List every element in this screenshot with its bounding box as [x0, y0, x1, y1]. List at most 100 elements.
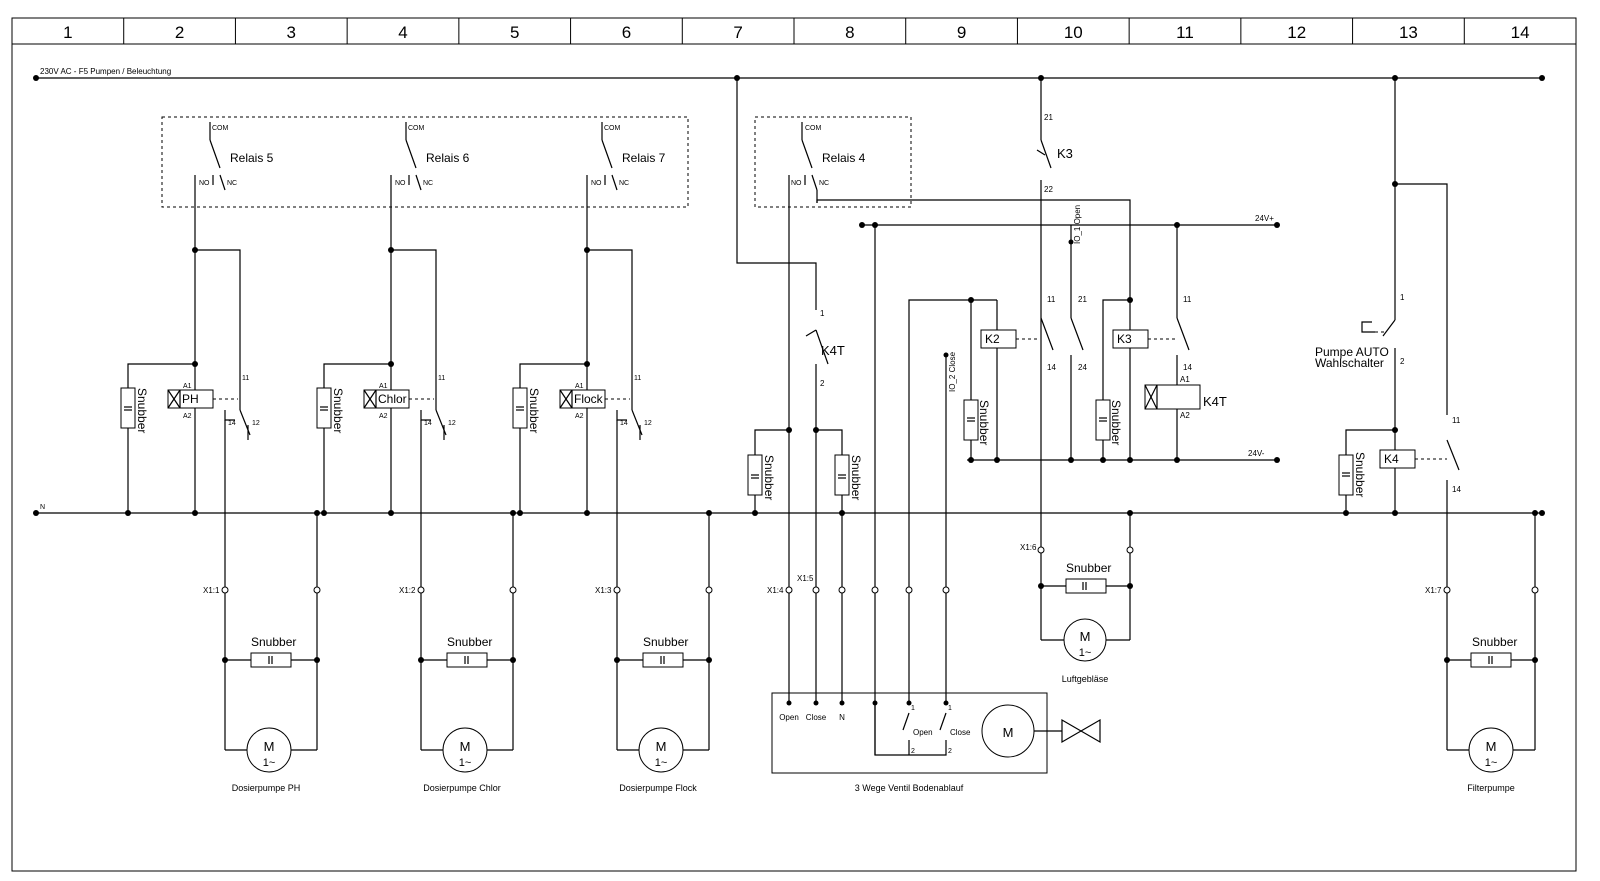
relay-4-com: COM [805, 125, 822, 132]
luft-motor [1063, 618, 1107, 662]
terminal-label: X1:3 [595, 586, 612, 595]
pin-14: 14 [620, 420, 628, 427]
motor-phase: 1~ [459, 757, 472, 769]
motor-symbol: M [1080, 629, 1091, 644]
valve-caption: 3 Wege Ventil Bodenablauf [855, 783, 964, 793]
snubber-label: Snubber [977, 400, 991, 445]
io1-label: IO_1 Open [1073, 205, 1082, 244]
dc-rails: 24V+ 24V- [859, 214, 1280, 463]
column-number: 1 [63, 23, 72, 42]
switch-pin-2: 2 [1400, 357, 1405, 366]
terminal [613, 586, 621, 594]
pump-motor [246, 727, 292, 773]
snubber-label: Snubber [527, 388, 541, 433]
k4-coil-label: K4 [1384, 452, 1399, 466]
column-number: 11 [1176, 23, 1194, 42]
relay-no: NO [199, 180, 210, 187]
k3-contact-label: K3 [1057, 146, 1073, 161]
switch-label-1: Pumpe AUTO [1315, 345, 1389, 359]
filterpumpe-motor-block: X1:7 Snubber M 1~ Filterpumpe [1425, 586, 1539, 793]
pin-a2: A2 [379, 413, 388, 420]
column-number: 3 [287, 23, 296, 42]
snubber-label: Snubber [447, 635, 492, 649]
k2-coil-label: K2 [985, 332, 1000, 346]
column-number: 5 [510, 23, 519, 42]
k4t-coil-label: K4T [1203, 394, 1227, 409]
dc-plus-label: 24V+ [1255, 214, 1274, 223]
column-number: 8 [845, 23, 854, 42]
load-luftgeblaese: Luftgebläse [1062, 674, 1109, 684]
terminal [705, 586, 713, 594]
load-label: Dosierpumpe Chlor [423, 783, 501, 793]
k2-pin-24: 24 [1078, 363, 1087, 372]
column-number: 7 [733, 23, 742, 42]
column-number: 13 [1399, 23, 1418, 42]
snubber-label: Snubber [849, 455, 863, 500]
snubber-label: Snubber [762, 455, 776, 500]
k2-pin-14: 14 [1047, 363, 1056, 372]
dc-control: IO_1 Open IO_2 Close K2 11 2 1 14 24 Snub… [872, 205, 1227, 755]
pump-motor [638, 727, 684, 773]
snubber-label: Snubber [251, 635, 296, 649]
k2-pin-11: 11 [1047, 295, 1056, 304]
k4t-coil [1144, 384, 1201, 410]
column-number: 6 [622, 23, 631, 42]
k4t-pin-1: 1 [820, 309, 825, 318]
relay-nc: NC [423, 180, 433, 187]
relay-nc: NC [227, 180, 237, 187]
valve-unit: Open Close N 1 1 2 2 Open Close M 3 Wege… [771, 692, 1101, 793]
snubber-label: Snubber [1472, 635, 1517, 649]
snubber-label: Snubber [331, 388, 345, 433]
luftgeblaese-circuit: X1:6 Snubber M 1~ Luftgebläse [1020, 510, 1134, 684]
terminal-x15: X1:5 [797, 574, 814, 583]
coil-label: PH [182, 392, 199, 406]
relay-name: Relais 5 [230, 151, 274, 165]
terminal [417, 586, 425, 594]
switch-pin-1: 1 [1400, 293, 1405, 302]
valve-pin-1: 1 [911, 705, 915, 712]
k3-contact: 21 K3 22 [1036, 78, 1073, 550]
load-label: Dosierpumpe Flock [619, 783, 697, 793]
terminal-x14: X1:4 [767, 586, 784, 595]
k4t-pin-a1: A1 [1180, 375, 1190, 384]
valve-pin-2: 2 [948, 748, 952, 755]
terminal [509, 586, 517, 594]
terminal-x17: X1:7 [1425, 586, 1442, 595]
valve-pin-2: 2 [911, 748, 915, 755]
pump-motor [442, 727, 488, 773]
motor-phase: 1~ [1079, 647, 1092, 659]
pin-a1: A1 [575, 383, 584, 390]
valve-switch-open: Open [913, 728, 933, 737]
valve-box [771, 692, 1048, 774]
relay-com: COM [604, 125, 621, 132]
pin-12: 12 [448, 420, 456, 427]
dc-minus-label: 24V- [1248, 449, 1265, 458]
valve-symbol [1061, 718, 1101, 744]
valve-close-label: Close [806, 713, 827, 722]
k4-pin-11: 11 [1452, 416, 1461, 425]
coil-label: Flock [574, 392, 604, 406]
column-number: 4 [398, 23, 407, 42]
valve-terminals: X1:4 X1:5 [767, 574, 950, 595]
switch-label-2: Wahlschalter [1315, 356, 1384, 370]
pin-a1: A1 [183, 383, 192, 390]
column-number: 10 [1064, 23, 1083, 42]
supply-rail-label: 230V AC - F5 Pumpen / Beleuchtung [40, 67, 171, 76]
valve-motor-label: M [1003, 725, 1014, 740]
terminal-label: X1:1 [203, 586, 220, 595]
relay-4: COM Relais 4 NO NC 1 K4T 2 [736, 78, 1131, 703]
pin-11: 11 [438, 375, 445, 382]
io2-label: IO_2 Close [948, 351, 957, 392]
valve-snubbers: Snubber Snubber [747, 427, 863, 703]
relay-no: NO [395, 180, 406, 187]
valve-switch-close: Close [950, 728, 971, 737]
terminal-label: X1:2 [399, 586, 416, 595]
relay-4-no: NO [791, 180, 802, 187]
k4t-pin-2: 2 [820, 379, 825, 388]
snubber-label: Snubber [1109, 400, 1123, 445]
snubber-label: Snubber [1353, 452, 1367, 497]
k3-coil-label: K3 [1117, 332, 1132, 346]
